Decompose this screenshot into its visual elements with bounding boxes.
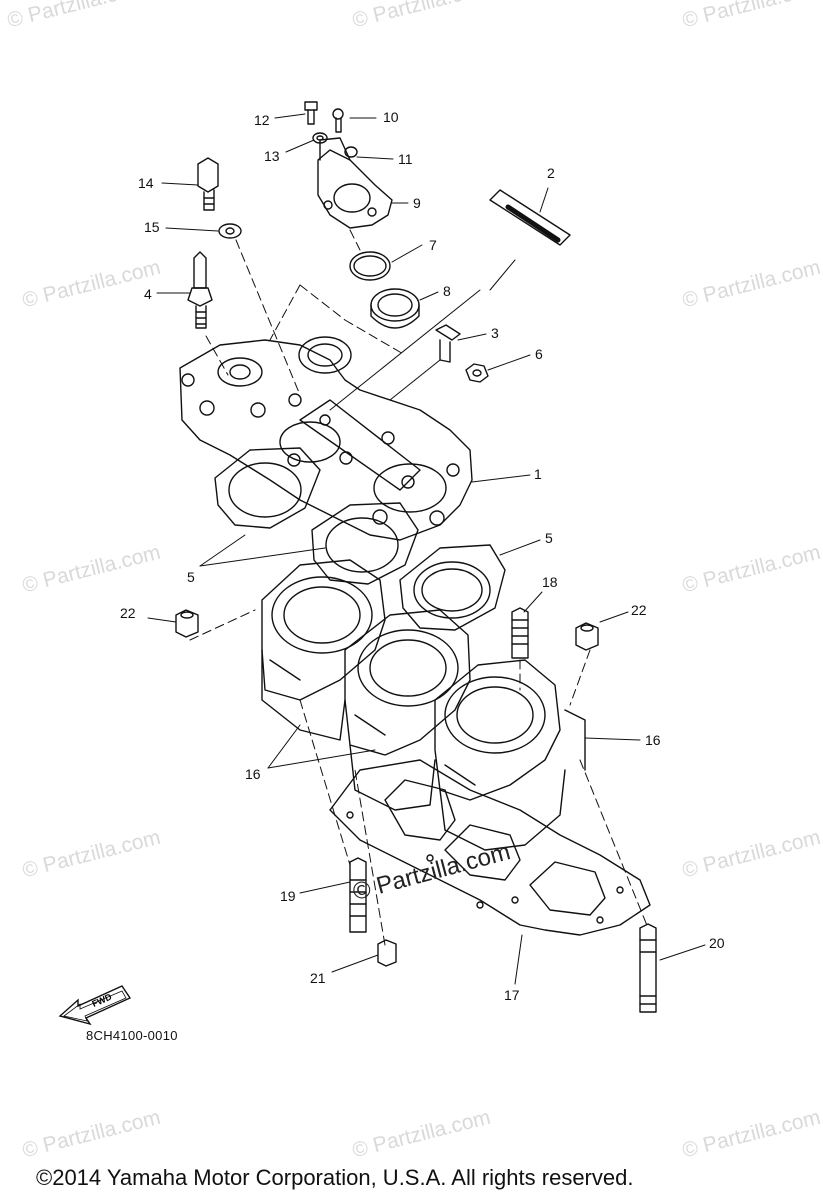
drawing-code: 8CH4100-0010 xyxy=(86,1028,178,1043)
part-bolt-12 xyxy=(304,101,318,125)
part-washer-11 xyxy=(344,146,358,158)
callout-number: 20 xyxy=(709,935,725,951)
part-head-gaskets xyxy=(214,447,506,631)
callout-number: 11 xyxy=(398,151,413,167)
callout-number: 19 xyxy=(280,888,296,904)
part-o-ring xyxy=(349,251,391,281)
part-cylinders xyxy=(261,559,586,851)
part-base-gasket xyxy=(329,759,651,936)
part-temperature-sensor xyxy=(197,157,219,211)
callout-number: 4 xyxy=(144,286,152,302)
callout-number: 14 xyxy=(138,175,154,191)
part-washer-13 xyxy=(312,132,328,144)
part-seal xyxy=(370,288,420,329)
callout-number: 18 xyxy=(542,574,558,590)
part-stud-20 xyxy=(639,923,657,1013)
callout-number: 21 xyxy=(310,970,326,986)
callout-number: 15 xyxy=(144,219,160,235)
callout-number: 9 xyxy=(413,195,421,211)
part-stud-19 xyxy=(349,857,367,933)
callout-number: 16 xyxy=(245,766,261,782)
callout-number: 2 xyxy=(547,165,555,181)
callout-number: 12 xyxy=(254,112,270,128)
part-nut-6 xyxy=(465,363,489,383)
part-fitting xyxy=(435,324,461,363)
part-washer-15 xyxy=(218,223,242,239)
part-cylinder-head xyxy=(179,336,473,541)
callout-number: 7 xyxy=(429,237,437,253)
part-decal xyxy=(489,189,571,246)
part-nut-22-left xyxy=(175,609,199,638)
part-nut-21 xyxy=(377,939,397,967)
copyright-notice: ©2014 Yamaha Motor Corporation, U.S.A. A… xyxy=(36,1165,634,1190)
callout-number: 8 xyxy=(443,283,451,299)
callout-number: 1 xyxy=(534,466,542,482)
callout-number: 22 xyxy=(631,602,647,618)
part-spark-plug xyxy=(187,251,213,329)
forward-direction-arrow-icon: FWD xyxy=(58,985,132,1026)
callout-number: 16 xyxy=(645,732,661,748)
callout-number: 10 xyxy=(383,109,399,125)
callout-number: 6 xyxy=(535,346,543,362)
callout-number: 5 xyxy=(187,569,195,585)
part-nut-22-right xyxy=(575,622,599,651)
part-bolt-10 xyxy=(332,108,344,133)
part-stud-18 xyxy=(511,607,529,659)
callout-number: 13 xyxy=(264,148,280,164)
callout-number: 3 xyxy=(491,325,499,341)
callout-number: 17 xyxy=(504,987,520,1003)
part-thermostat-cover xyxy=(317,137,393,229)
callout-number: 22 xyxy=(120,605,136,621)
callout-number: 5 xyxy=(545,530,553,546)
